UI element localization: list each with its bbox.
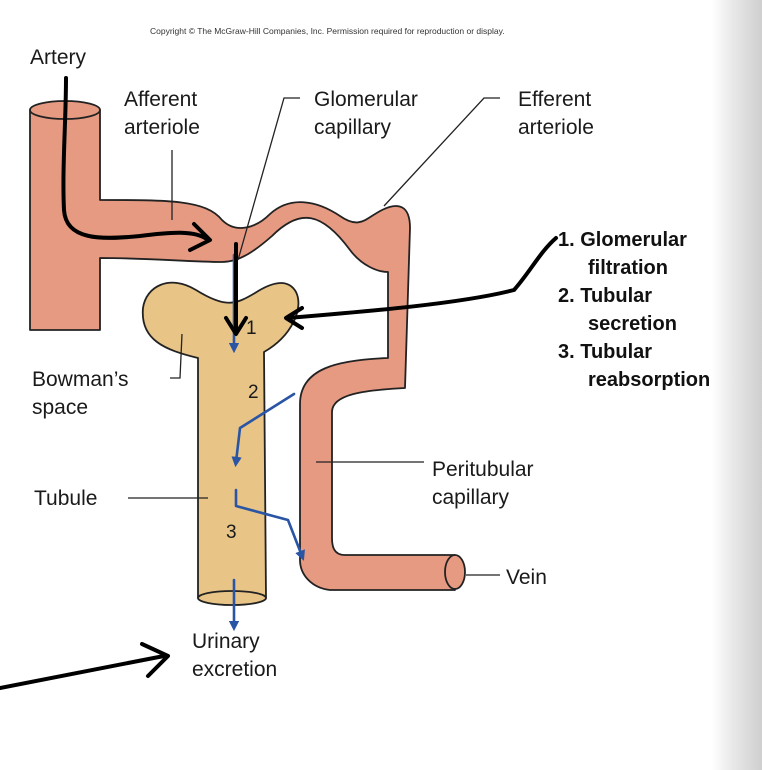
marker-1: 1 (246, 318, 257, 339)
glomerular-leader (237, 97, 300, 261)
label-glomerular-line1: Glomerular (314, 88, 418, 111)
secretion-flow-arrow (231, 392, 296, 468)
step-1-line2: filtration (588, 257, 668, 279)
handdrawn-step-pointer (286, 236, 558, 320)
marker-3: 3 (226, 522, 237, 543)
vein-opening (444, 554, 466, 590)
handdrawn-glomerulus-arrowhead (224, 316, 248, 336)
label-afferent-line1: Afferent (124, 88, 197, 111)
label-glomerular-line2: capillary (314, 116, 392, 139)
label-tubule: Tubule (34, 487, 97, 510)
handdrawn-excretion-arrow (0, 654, 166, 690)
handdrawn-excretion-arrowhead (140, 642, 170, 678)
label-urinary-line2: excretion (192, 658, 277, 681)
label-vein: Vein (506, 566, 547, 589)
step-1-line1: 1. Glomerular (558, 229, 687, 251)
handdrawn-artery-arrowhead (188, 222, 212, 252)
label-peritubular-line2: capillary (432, 486, 510, 509)
handdrawn-artery-arrow (61, 76, 210, 242)
tubule (142, 281, 300, 599)
label-urinary-line1: Urinary (192, 630, 260, 653)
step-2-line1: 2. Tubular (558, 285, 652, 307)
handdrawn-step-pointer-arrowhead (284, 306, 304, 330)
label-peritubular-line1: Peritubular (432, 458, 534, 481)
copyright-text: Copyright © The McGraw-Hill Companies, I… (150, 26, 505, 36)
label-efferent-line2: arteriole (518, 116, 594, 139)
step-2-line2: secretion (588, 313, 677, 335)
label-artery: Artery (30, 46, 87, 69)
blood-vessel (29, 109, 456, 591)
reabsorption-flow-arrow (234, 488, 305, 561)
marker-2: 2 (248, 382, 259, 403)
efferent-leader (383, 97, 500, 207)
step-3-line1: 3. Tubular (558, 341, 652, 363)
label-bowmans-line1: Bowman’s (32, 368, 129, 391)
label-bowmans-line2: space (32, 396, 88, 419)
bowmans-leader (170, 333, 183, 379)
tubule-opening (197, 590, 267, 606)
label-afferent-line2: arteriole (124, 116, 200, 139)
step-3-line2: reabsorption (588, 369, 710, 391)
right-edge-shadow (712, 0, 762, 770)
label-efferent-line1: Efferent (518, 88, 591, 111)
